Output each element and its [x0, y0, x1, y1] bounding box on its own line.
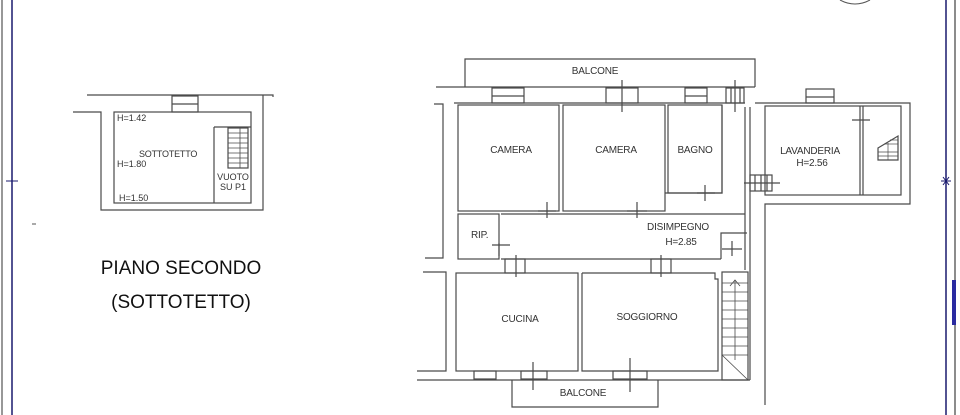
attic-height-3: H=1.50	[119, 193, 149, 203]
lavanderia-height: H=2.56	[796, 158, 828, 169]
room-label-balcone-top: BALCONE	[571, 66, 619, 77]
attic-height-2: H=1.80	[117, 159, 147, 169]
room-label-balcone-bottom: BALCONE	[559, 388, 607, 399]
room-label-sottotetto: SOTTOTETTO	[139, 149, 198, 159]
disimpegno-height: H=2.85	[665, 237, 697, 248]
frame-scale-text	[952, 280, 956, 325]
attic-plan	[73, 94, 274, 211]
room-label-camera-1: CAMERA	[490, 145, 532, 156]
void-label-line2: SU P1	[219, 182, 247, 192]
room-label-cucina: CUCINA	[501, 314, 539, 325]
frame-star-mark	[941, 176, 951, 186]
attic-height-1: H=1.42	[117, 113, 147, 123]
room-label-lavanderia: LAVANDERIA	[780, 146, 840, 157]
room-label-bagno: BAGNO	[677, 145, 713, 156]
plan-title-line2: (SOTTOTETTO)	[111, 292, 251, 313]
room-label-disimpegno: DISIMPEGNO	[647, 222, 709, 233]
room-label-camera-2: CAMERA	[595, 145, 637, 156]
north-arrow-fragment	[839, 0, 871, 5]
void-label-line1: VUOTO	[217, 172, 249, 182]
plan-title-line1: PIANO SECONDO	[100, 258, 262, 279]
main-floor-plan	[417, 58, 911, 408]
room-label-soggiorno: SOGGIORNO	[616, 312, 678, 323]
room-label-ripostiglio: RIP.	[471, 230, 489, 241]
